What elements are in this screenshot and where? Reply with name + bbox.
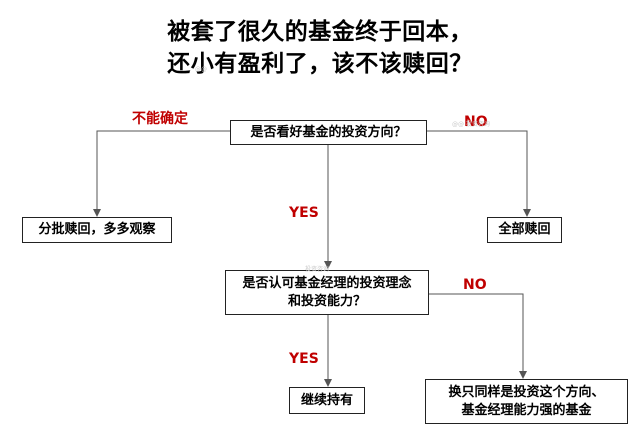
node-right-action: 全部赎回 bbox=[487, 217, 562, 243]
diagram-title-line-1: 被套了很久的基金终于回本， bbox=[167, 19, 473, 45]
node-q2-line-2: 和投资能力？ bbox=[287, 293, 366, 309]
diagram-title-line-2: 还小有盈利了，该不该赎回？ bbox=[167, 51, 473, 77]
edge-label-yes-1: YES bbox=[289, 205, 319, 221]
node-q2-line-1: 是否认可基金经理的投资理念 bbox=[242, 275, 412, 291]
watermark-1: @@ bbox=[195, 66, 207, 73]
edge-q1-to-right-action bbox=[427, 130, 531, 217]
node-q2: 是否认可基金经理的投资理念 和投资能力？ bbox=[225, 270, 429, 315]
edge-label-no-1: NO bbox=[464, 114, 488, 130]
edge-label-yes-2: YES bbox=[289, 351, 319, 367]
watermark-3: 投资咨询 bbox=[305, 266, 330, 273]
edge-q1-to-left-action bbox=[93, 130, 230, 217]
node-switch: 换只同样是投资这个方向、 基金经理能力强的基金 bbox=[425, 379, 628, 424]
edge-q2-to-switch bbox=[429, 293, 527, 379]
node-hold: 继续持有 bbox=[289, 387, 365, 414]
edge-label-unsure: 不能确定 bbox=[132, 111, 188, 127]
watermark-2: @@ 投资咨询 bbox=[452, 121, 490, 128]
node-switch-line-2: 基金经理能力强的基金 bbox=[461, 402, 592, 418]
node-switch-line-1: 换只同样是投资这个方向、 bbox=[448, 384, 605, 400]
node-left-action: 分批赎回，多多观察 bbox=[22, 217, 172, 243]
node-q1: 是否看好基金的投资方向？ bbox=[230, 120, 427, 145]
edge-label-no-2: NO bbox=[463, 277, 487, 293]
